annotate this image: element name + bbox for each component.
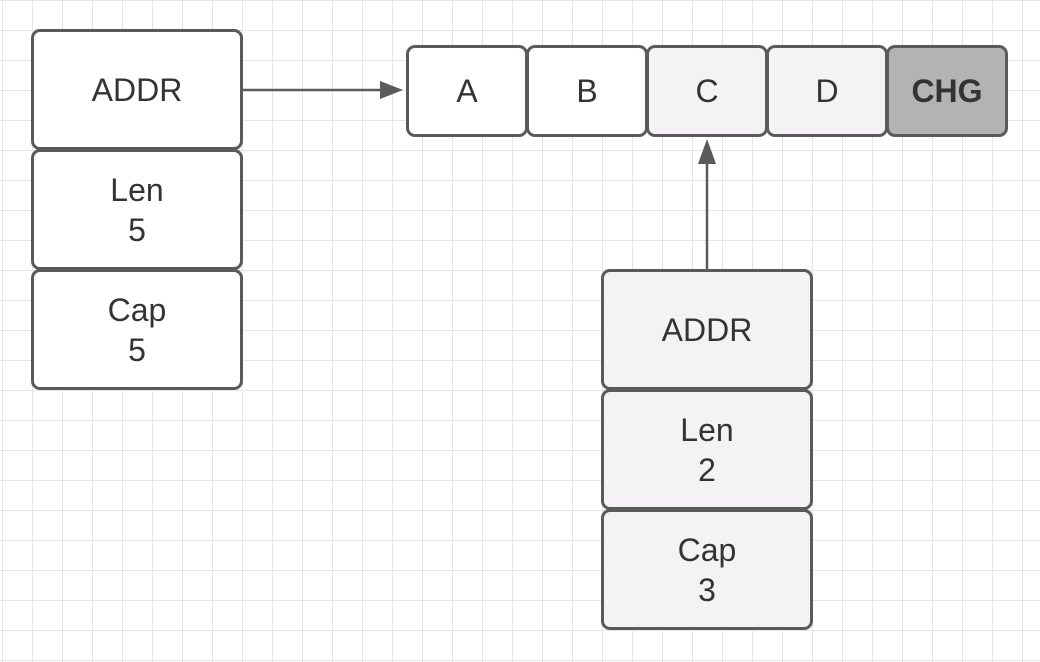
array-cell-b-label: B — [576, 73, 598, 109]
slice-b-cap[interactable]: Cap 3 — [601, 509, 813, 630]
slice-a-cap-label: Cap — [107, 291, 167, 328]
slice-b-len-value: 2 — [698, 451, 716, 488]
slice-b-addr[interactable]: ADDR — [601, 269, 813, 390]
array-cell-chg[interactable]: CHG — [886, 45, 1008, 137]
slice-a-len-value: 5 — [128, 211, 146, 248]
slice-a-cap[interactable]: Cap 5 — [31, 269, 243, 390]
slice-a-cap-value: 5 — [128, 331, 146, 368]
arrow-slice-b-to-cell-c — [698, 139, 716, 269]
array-cell-d-label: D — [815, 73, 839, 109]
array-cell-a-label: A — [456, 73, 478, 109]
slice-a-len[interactable]: Len 5 — [31, 149, 243, 270]
array-cell-c-label: C — [695, 73, 719, 109]
slice-b-addr-label: ADDR — [661, 311, 753, 348]
slice-b-cap-label: Cap — [677, 531, 737, 568]
arrow-slice-a-to-array — [243, 81, 403, 99]
slice-b-len[interactable]: Len 2 — [601, 389, 813, 510]
slice-a-len-label: Len — [110, 171, 164, 208]
slice-b-len-label: Len — [680, 411, 734, 448]
slice-b-cap-value: 3 — [698, 571, 716, 608]
slice-a-addr[interactable]: ADDR — [31, 29, 243, 150]
array-cell-chg-label: CHG — [911, 73, 983, 109]
slice-a-addr-label: ADDR — [91, 71, 183, 108]
